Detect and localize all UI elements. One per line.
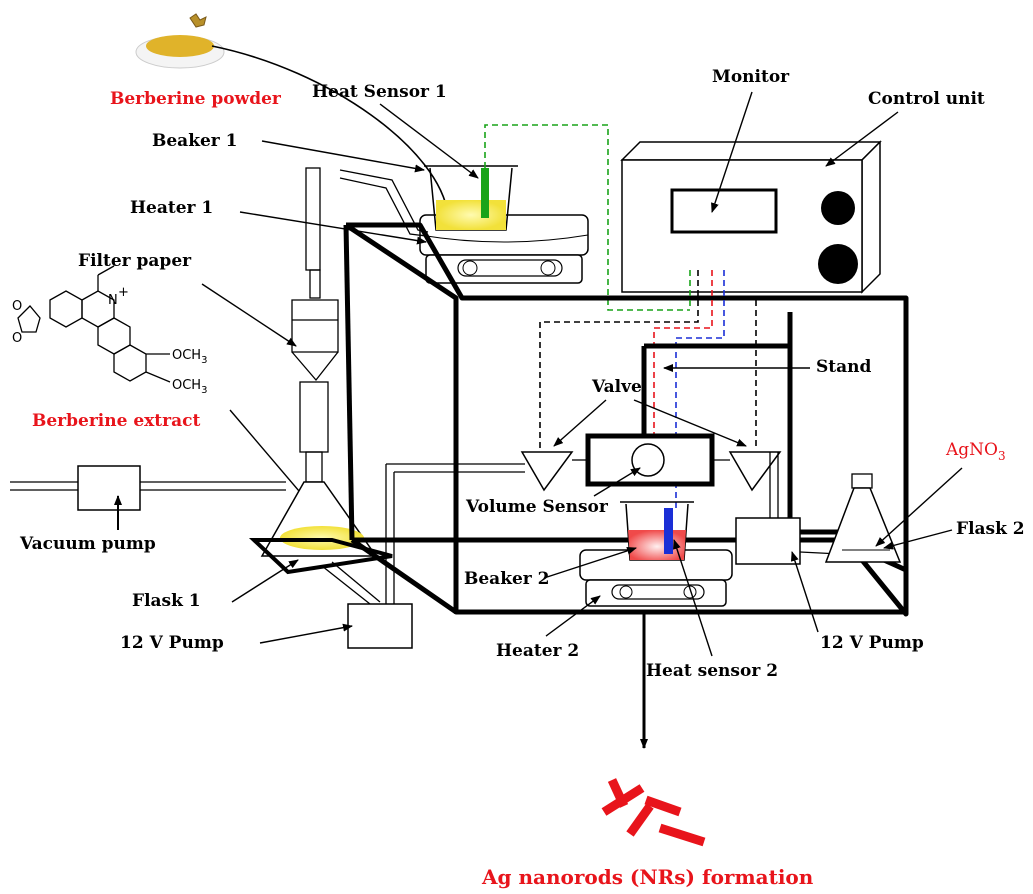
label-berberine-powder: Berberine powder [110, 89, 282, 109]
label-output: Ag nanorods (NRs) formation [481, 865, 814, 889]
atom-o2: O [12, 331, 22, 346]
label-beaker-1: Beaker 1 [152, 131, 238, 151]
volume-sensor [572, 436, 730, 484]
nanorods-graphic [604, 780, 704, 842]
berberine-powder-dish [136, 14, 224, 68]
atom-och3-2: OCH3 [172, 378, 207, 396]
stand [644, 312, 790, 518]
beaker-2 [620, 502, 694, 560]
vacuum-pump [10, 466, 286, 510]
label-12v-pump-left: 12 V Pump [120, 633, 224, 653]
atom-och3-1: OCH3 [172, 348, 207, 366]
label-berberine-extract: Berberine extract [32, 411, 200, 431]
label-beaker-2: Beaker 2 [464, 569, 550, 589]
label-12v-pump-right: 12 V Pump [820, 633, 924, 653]
berberine-structure [18, 266, 170, 382]
arrow-powder-to-beaker [212, 46, 448, 215]
heat-sensor-1-probe [481, 168, 489, 218]
label-heater-2: Heater 2 [496, 641, 579, 661]
heat-sensor-2-probe [664, 508, 673, 554]
label-volume-sensor: Volume Sensor [465, 497, 609, 517]
label-control-unit: Control unit [868, 89, 985, 109]
label-valve: Valve [591, 377, 642, 397]
flask-2 [826, 474, 900, 562]
atom-o1: O [12, 299, 22, 314]
valve-right [730, 452, 780, 490]
atom-plus: + [118, 285, 129, 300]
beaker-1 [424, 166, 518, 230]
label-heater-1: Heater 1 [130, 198, 213, 218]
label-heat-sensor-2: Heat sensor 2 [646, 661, 778, 681]
label-stand: Stand [816, 357, 872, 377]
flask-1 [254, 482, 392, 572]
label-heat-sensor-1: Heat Sensor 1 [312, 82, 447, 102]
label-vacuum-pump: Vacuum pump [19, 534, 156, 554]
label-flask-2: Flask 2 [956, 519, 1025, 539]
extraction-column [292, 168, 428, 482]
label-flask-1: Flask 1 [132, 591, 201, 611]
label-monitor: Monitor [712, 67, 790, 87]
label-agno3: AgNO3 [945, 440, 1006, 463]
control-unit [622, 142, 880, 292]
label-filter-paper: Filter paper [78, 251, 192, 271]
atom-n: N [108, 293, 118, 308]
valve-left [522, 452, 572, 490]
